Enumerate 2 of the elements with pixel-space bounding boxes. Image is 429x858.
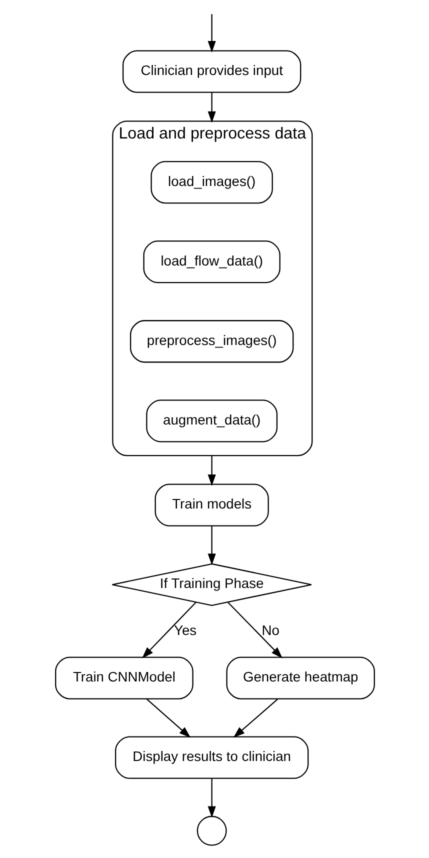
edge-label: No (261, 622, 279, 638)
edge-label: Yes (174, 622, 196, 638)
